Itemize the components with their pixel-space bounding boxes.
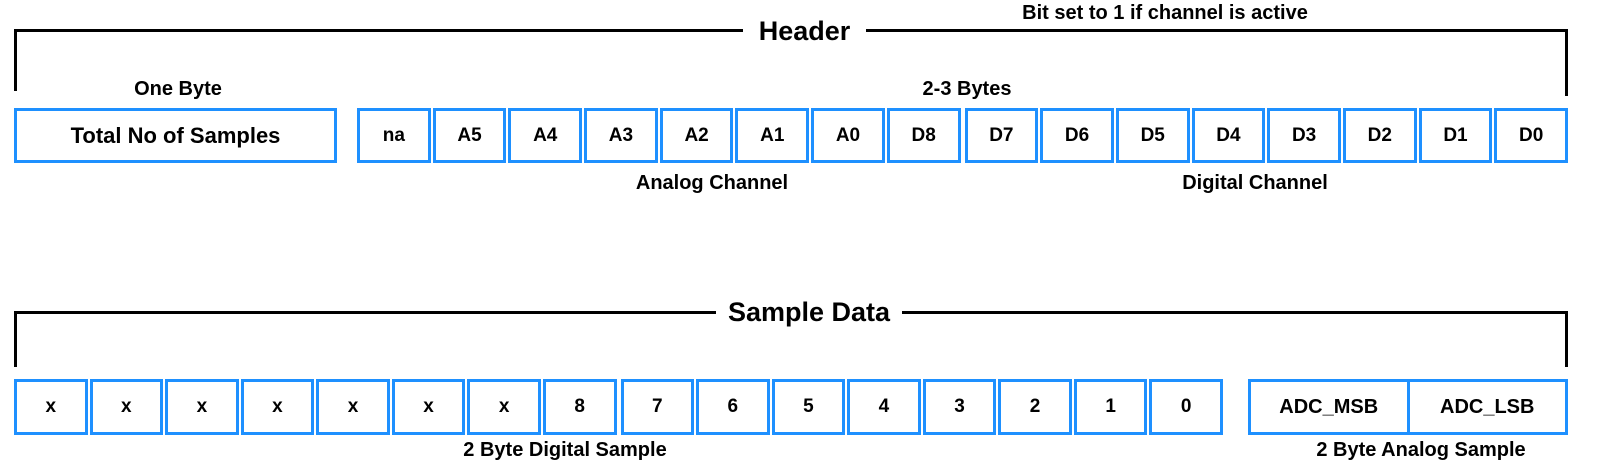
sample-cell-x: x bbox=[89, 379, 164, 435]
sample-bracket-end-left bbox=[14, 311, 17, 367]
bit-cell-a4: A4 bbox=[508, 108, 583, 163]
analog-channel-label: Analog Channel bbox=[635, 172, 789, 194]
digital-sample-caption: 2 Byte Digital Sample bbox=[463, 439, 667, 461]
adc-msb-cell: ADC_MSB bbox=[1279, 395, 1379, 418]
bit-cell-d3: D3 bbox=[1267, 108, 1341, 163]
digital-sample-row: x x x x x x x 8 7 6 5 4 3 2 1 0 bbox=[14, 379, 1223, 435]
bit-cell-d1: D1 bbox=[1418, 108, 1493, 163]
analog-sample-caption: 2 Byte Analog Sample bbox=[1316, 439, 1526, 461]
bit-active-note: Bit set to 1 if channel is active bbox=[1022, 2, 1308, 24]
sample-cell-x: x bbox=[316, 379, 390, 435]
adc-lsb-cell: ADC_LSB bbox=[1406, 382, 1566, 432]
sample-bracket-end-right bbox=[1565, 311, 1568, 367]
bit-cell-d4: D4 bbox=[1191, 108, 1266, 163]
bit-cell-d5: D5 bbox=[1115, 108, 1190, 163]
header-bracket-line-right bbox=[866, 29, 1568, 32]
bit-cell-d7: D7 bbox=[964, 108, 1039, 163]
sample-data-title: Sample Data bbox=[727, 297, 891, 327]
channel-bitfield-row: na A5 A4 A3 A2 A1 A0 D8 D7 D6 D5 D4 D3 D… bbox=[357, 108, 1568, 163]
header-title: Header bbox=[758, 16, 851, 46]
sample-cell-bit1: 1 bbox=[1073, 379, 1148, 435]
sample-cell-x: x bbox=[467, 379, 541, 435]
sample-cell-x: x bbox=[14, 379, 88, 435]
sample-cell-x: x bbox=[165, 379, 239, 435]
bit-cell-a0: A0 bbox=[811, 108, 885, 163]
sample-cell-bit2: 2 bbox=[998, 379, 1072, 435]
sample-cell-bit3: 3 bbox=[922, 379, 997, 435]
total-samples-box: Total No of Samples bbox=[14, 108, 337, 163]
bit-cell-a2: A2 bbox=[659, 108, 734, 163]
analog-sample-box: ADC_MSB ADC_LSB bbox=[1248, 379, 1568, 435]
bit-cell-d0: D0 bbox=[1494, 108, 1568, 163]
sample-cell-bit4: 4 bbox=[847, 379, 921, 435]
bit-cell-na: na bbox=[357, 108, 431, 163]
digital-channel-label: Digital Channel bbox=[1182, 172, 1328, 194]
sample-cell-bit6: 6 bbox=[696, 379, 770, 435]
header-bracket-end-right bbox=[1565, 29, 1568, 96]
bit-cell-a1: A1 bbox=[735, 108, 810, 163]
sample-bracket-line-left bbox=[14, 311, 716, 314]
sample-cell-x: x bbox=[391, 379, 466, 435]
sample-bracket-line-right bbox=[902, 311, 1568, 314]
bit-cell-a3: A3 bbox=[584, 108, 658, 163]
header-bracket-end-left bbox=[14, 29, 17, 91]
bit-cell-a5: A5 bbox=[432, 108, 507, 163]
bit-cell-d6: D6 bbox=[1040, 108, 1114, 163]
header-bracket-line-left bbox=[14, 29, 743, 32]
bit-cell-d8: D8 bbox=[886, 108, 961, 163]
sample-cell-bit5: 5 bbox=[771, 379, 846, 435]
bit-cell-d2: D2 bbox=[1342, 108, 1417, 163]
one-byte-label: One Byte bbox=[134, 78, 222, 100]
two-three-bytes-label: 2-3 Bytes bbox=[922, 78, 1012, 100]
sample-cell-bit7: 7 bbox=[620, 379, 695, 435]
sample-cell-x: x bbox=[240, 379, 315, 435]
sample-cell-bit0: 0 bbox=[1149, 379, 1223, 435]
sample-cell-bit8: 8 bbox=[542, 379, 617, 435]
